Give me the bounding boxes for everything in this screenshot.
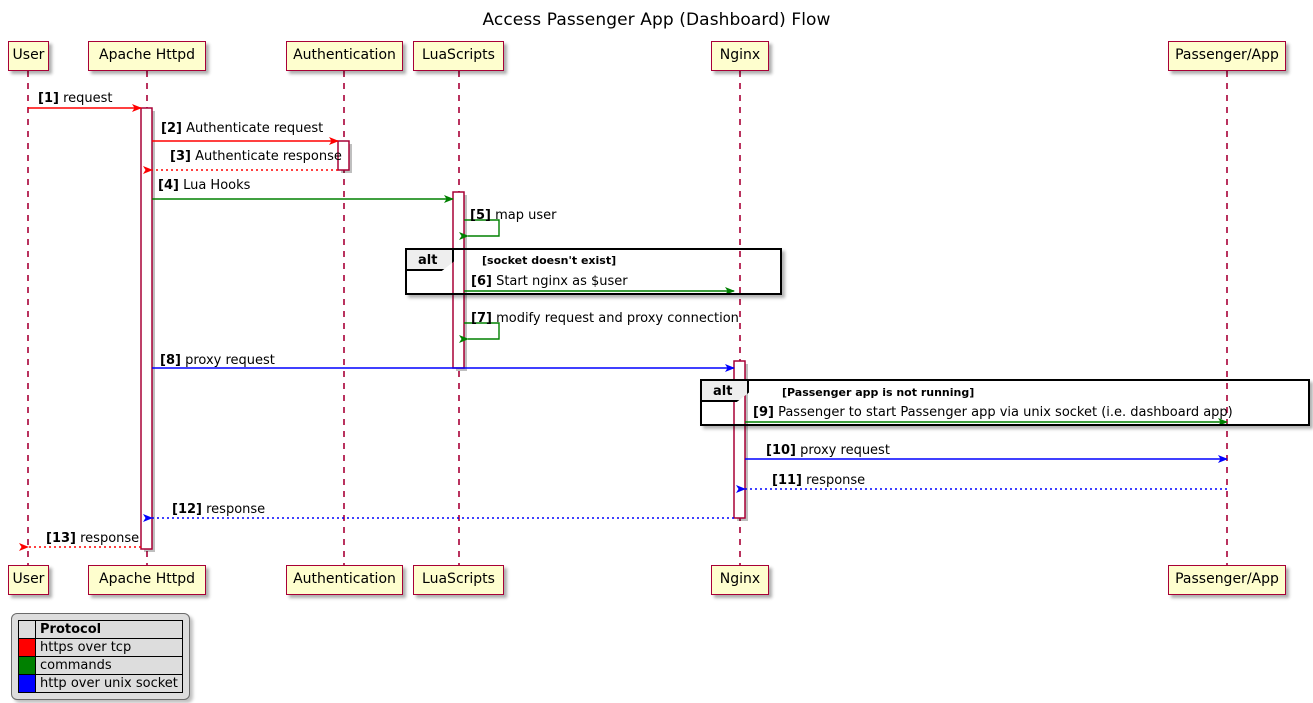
- activation-bar-nginx: [733, 360, 746, 519]
- alt-fragment-socket: [405, 248, 782, 295]
- participant-bottom-user[interactable]: User: [8, 565, 49, 595]
- legend-header-row: Protocol: [18, 620, 183, 639]
- message-arrow-5: [459, 219, 500, 240]
- legend-header-label: Protocol: [35, 620, 183, 639]
- alt-tab-passenger: [702, 381, 749, 402]
- message-label-6: [6] Start nginx as $user: [471, 274, 628, 289]
- legend-label-unix-socket: http over unix socket: [35, 674, 183, 693]
- participant-bottom-authentication[interactable]: Authentication: [286, 565, 403, 595]
- message-label-7: [7] modify request and proxy connection: [471, 311, 739, 326]
- participant-top-authentication[interactable]: Authentication: [286, 41, 403, 71]
- message-label-12: [12] response: [172, 502, 266, 517]
- legend-swatch-https: [18, 638, 36, 657]
- legend-label-https: https over tcp: [35, 638, 183, 657]
- legend-table: Protocol https over tcp commands http ov…: [18, 620, 183, 693]
- legend-row-commands: commands: [18, 656, 183, 675]
- legend-row-https: https over tcp: [18, 638, 183, 657]
- participant-top-luascripts[interactable]: LuaScripts: [413, 41, 504, 71]
- activation-bars-group: [140, 107, 748, 552]
- message-label-8: [8] proxy request: [160, 353, 275, 368]
- message-label-10: [10] proxy request: [766, 443, 890, 458]
- legend-swatch-header: [18, 620, 36, 639]
- message-label-13: [13] response: [46, 531, 140, 546]
- message-label-9: [9] Passenger to start Passenger app via…: [753, 405, 1233, 420]
- participant-top-user[interactable]: User: [8, 41, 49, 71]
- alt-tab-socket: [407, 250, 454, 271]
- alt-condition-passenger: [Passenger app is not running]: [782, 386, 975, 399]
- message-label-3: [3] Authenticate response: [170, 149, 342, 164]
- message-label-1: [1] request: [38, 91, 113, 106]
- participant-bottom-nginx[interactable]: Nginx: [711, 565, 769, 595]
- message-label-2: [2] Authenticate request: [161, 121, 324, 136]
- activation-bar-authentication: [337, 140, 350, 171]
- alt-condition-socket: [socket doesn't exist]: [482, 254, 617, 267]
- legend-swatch-unix-socket: [18, 674, 36, 693]
- alt-label-passenger: alt: [713, 384, 733, 399]
- participant-bottom-passenger-app[interactable]: Passenger/App: [1168, 565, 1286, 595]
- participant-top-passenger-app[interactable]: Passenger/App: [1168, 41, 1286, 71]
- message-label-4: [4] Lua Hooks: [158, 178, 251, 193]
- participant-top-apache-httpd[interactable]: Apache Httpd: [88, 41, 206, 71]
- message-label-5: [5] map user: [470, 208, 557, 223]
- page-title: Access Passenger App (Dashboard) Flow: [482, 10, 831, 30]
- legend-row-unix-socket: http over unix socket: [18, 674, 183, 693]
- activation-bar-apache-httpd: [140, 107, 153, 550]
- legend-protocol: Protocol https over tcp commands http ov…: [11, 613, 190, 700]
- participant-bottom-luascripts[interactable]: LuaScripts: [413, 565, 504, 595]
- legend-label-commands: commands: [35, 656, 183, 675]
- participant-top-nginx[interactable]: Nginx: [711, 41, 769, 71]
- message-label-11: [11] response: [772, 473, 866, 488]
- message-arrow-7: [459, 322, 500, 343]
- legend-swatch-commands: [18, 656, 36, 675]
- alt-fragment-passenger: [700, 379, 1310, 426]
- message-arrows-group: [19, 104, 1228, 551]
- alt-label-socket: alt: [418, 253, 438, 268]
- participant-bottom-apache-httpd[interactable]: Apache Httpd: [88, 565, 206, 595]
